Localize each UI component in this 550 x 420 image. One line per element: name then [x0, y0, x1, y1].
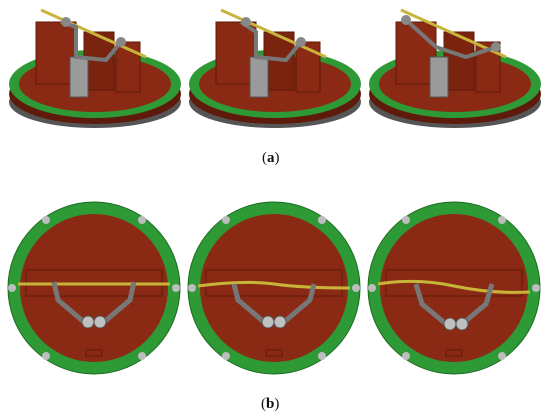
caption-b-close-paren: ): [274, 396, 280, 412]
panel-a-view-2: [186, 2, 364, 130]
panel-b-view-3: [366, 200, 542, 376]
caption-a-letter: a: [267, 150, 275, 166]
isometric-assembly-1: [9, 8, 181, 128]
isometric-assembly-3: [369, 8, 541, 128]
top-view-assembly-3: [367, 201, 541, 375]
caption-a: (a): [262, 150, 280, 167]
isometric-assembly-2: [189, 8, 361, 128]
panel-a-view-1: [6, 2, 184, 130]
panel-b-view-2: [186, 200, 362, 376]
panel-b-view-1: [6, 200, 182, 376]
caption-b-open-paren: (: [261, 396, 266, 412]
caption-b-letter: b: [266, 396, 275, 412]
caption-a-open-paren: (: [262, 150, 267, 166]
top-view-assembly-1: [7, 201, 181, 375]
caption-a-close-paren: ): [274, 150, 280, 166]
panel-a-view-3: [366, 2, 544, 130]
top-view-assembly-2: [187, 201, 361, 375]
caption-b: (b): [261, 396, 279, 413]
